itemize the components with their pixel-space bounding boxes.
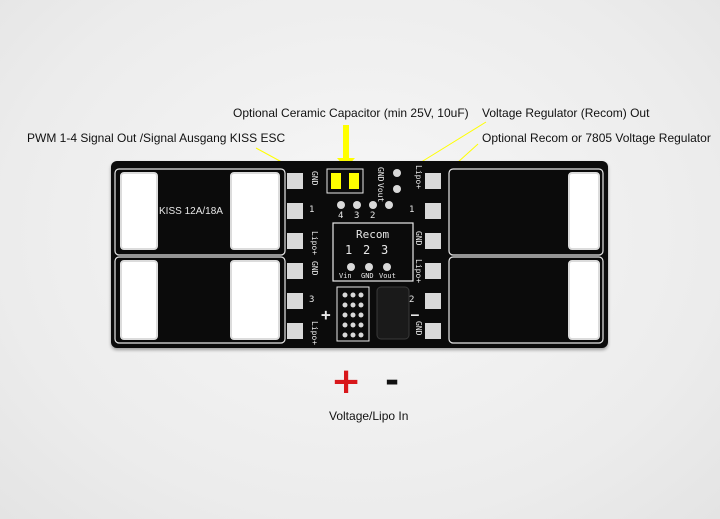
- recom-label: Recom: [356, 228, 390, 241]
- recom-hole-vin: [347, 263, 355, 271]
- pad-left-5: [287, 293, 303, 309]
- pad-right-4: [425, 263, 441, 279]
- recom-pin-gnd: GND: [361, 272, 374, 280]
- pad-right-label-4: Lipo+: [414, 259, 423, 284]
- pad-left-2: [287, 203, 303, 219]
- pwm-hole-3: [353, 201, 361, 209]
- cutout-bottom-left-a: [120, 260, 158, 340]
- cutout-top-left-b: [230, 172, 280, 250]
- minus-sign: -: [385, 361, 400, 401]
- pad-right-1: [425, 173, 441, 189]
- pad-left-label-3: Lipo+: [310, 231, 319, 256]
- cutout-top-right-b: [568, 172, 600, 250]
- esc-outline-top-left: [114, 168, 286, 256]
- top-pin-number-3: 3: [354, 211, 360, 221]
- voltage-in-label: Voltage/Lipo In: [329, 409, 409, 423]
- pad-right-label-2: 1: [409, 205, 415, 215]
- capacitor-outline: [326, 168, 364, 194]
- esc-outline-bottom-right: [448, 256, 604, 344]
- recom-hole-gnd: [365, 263, 373, 271]
- recom-pin-2: 2: [363, 243, 371, 257]
- cutout-bottom-left-b: [230, 260, 280, 340]
- pad-right-6: [425, 323, 441, 339]
- recom-pin-vin: Vin: [339, 272, 352, 280]
- esc-outline-top-right: [448, 168, 604, 256]
- top-pin-gnd: GND: [376, 167, 385, 182]
- pad-right-label-3: GND: [414, 231, 423, 246]
- capacitor-pad-b: [349, 173, 359, 189]
- pad-right-label-5: 2: [409, 295, 415, 305]
- recom-hole-vout: [383, 263, 391, 271]
- plus-sign: +: [331, 361, 362, 402]
- pad-right-label-6: GND: [414, 321, 423, 336]
- pad-right-label-1: Lipo+: [414, 165, 423, 190]
- pcb-board: KISS 12A/18A Recom 1 2 3 Vin GND Vout GN…: [111, 161, 608, 348]
- board-plus-mark: +: [321, 305, 331, 324]
- capacitor-callout: Optional Ceramic Capacitor (min 25V, 10u…: [233, 106, 469, 120]
- recom-pin-vout: Vout: [379, 272, 396, 280]
- pad-left-label-4: GND: [310, 261, 319, 276]
- vout-hole-1: [393, 169, 401, 177]
- cutout-bottom-right-b: [568, 260, 600, 340]
- pad-left-6: [287, 323, 303, 339]
- capacitor-pad-a: [331, 173, 341, 189]
- top-pin-vout: Vout: [376, 183, 385, 203]
- esc-outline-bottom-left: [114, 256, 286, 344]
- vout-hole-2: [393, 185, 401, 193]
- pad-left-3: [287, 233, 303, 249]
- recom-pin-1: 1: [345, 243, 353, 257]
- esc-label: KISS 12A/18A: [159, 206, 223, 217]
- regulator-out-callout: Voltage Regulator (Recom) Out: [482, 106, 650, 120]
- cutout-top-left-a: [120, 172, 158, 250]
- pad-left-4: [287, 263, 303, 279]
- recom-pin-3: 3: [381, 243, 389, 257]
- recom-footprint: [332, 222, 414, 282]
- pad-right-3: [425, 233, 441, 249]
- pwm-hole-2: [369, 201, 377, 209]
- pad-left-label-6: Lipo+: [310, 321, 319, 346]
- pad-right-2: [425, 203, 441, 219]
- top-pin-number-4: 4: [338, 211, 344, 221]
- pin-header-outline: [336, 286, 370, 342]
- pad-left-label-1: GND: [310, 171, 319, 186]
- board-minus-mark: —: [411, 308, 419, 323]
- pcb-graphics: [114, 168, 604, 344]
- pad-left-label-2: 1: [309, 205, 315, 215]
- pwm-hole-4: [337, 201, 345, 209]
- pad-left-label-5: 3: [309, 295, 315, 305]
- top-pin-number-2: 2: [370, 211, 376, 221]
- connector-block: [376, 286, 410, 340]
- pad-right-5: [425, 293, 441, 309]
- pad-left-1: [287, 173, 303, 189]
- pwm-hole-1: [385, 201, 393, 209]
- recom-option-callout: Optional Recom or 7805 Voltage Regulator: [482, 131, 711, 145]
- pin-header-holes: [342, 292, 364, 338]
- pwm-callout: PWM 1-4 Signal Out /Signal Ausgang KISS …: [27, 131, 286, 145]
